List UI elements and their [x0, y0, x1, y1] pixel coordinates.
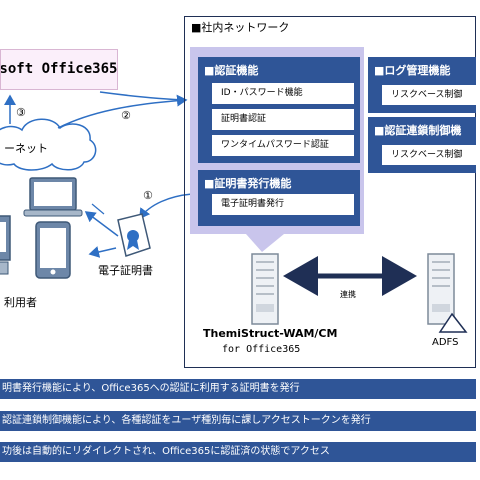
note-bar: 功後は自動的にリダイレクトされ、Office365に認証済の状態でアクセス: [0, 442, 476, 462]
certificate-label: 電子証明書: [98, 264, 153, 277]
panel-log-title: ■ログ管理機能: [374, 64, 451, 77]
internet-label: ーネット: [4, 142, 48, 155]
panel-auth: ■認証機能 ID・パスワード機能 証明書認証 ワンタイムパスワード認証: [198, 57, 360, 163]
line-office-network: [99, 91, 187, 101]
internal-network-frame: [184, 16, 476, 368]
step-2-label: ②: [121, 109, 131, 122]
server-sub-label: for Office365: [222, 344, 301, 355]
panel-log-item: リスクベース制御: [382, 85, 476, 105]
panel-cert-title: ■証明書発行機能: [204, 177, 292, 190]
office365-box: osoft Office365: [0, 49, 118, 90]
server-adfs-icon: [427, 253, 468, 333]
user-label: 利用者: [4, 296, 37, 309]
desktop-icon: [0, 215, 11, 275]
step-1-label: ①: [143, 189, 153, 202]
arrow-step-2: [57, 94, 188, 129]
callout-pointer: [246, 234, 284, 252]
internet-cloud: [0, 118, 97, 171]
panel-auth-item: 証明書認証: [212, 109, 354, 130]
panel-cert-item: 電子証明書発行: [212, 194, 354, 215]
laptop-icon: [23, 177, 83, 217]
panel-auth-item: ワンタイムパスワード認証: [212, 135, 354, 156]
panel-authlink: ■認証連鎖制御機 リスクベース制御: [368, 117, 476, 173]
server-name-label: ThemiStruct-WAM/CM: [203, 327, 338, 340]
arrow-cert-user: [84, 211, 119, 237]
certificate-icon: [117, 213, 151, 257]
tablet-icon: [35, 221, 71, 279]
step-3-label: ③: [16, 106, 26, 119]
arrow-cert-user2: [88, 246, 117, 258]
panel-log: ■ログ管理機能 リスクベース制御: [368, 57, 476, 113]
panel-authlink-title: ■認証連鎖制御機: [374, 124, 462, 137]
panel-auth-title: ■認証機能: [204, 64, 259, 77]
server-themistruct-icon: [251, 253, 279, 325]
note-bar: 認証連鎖制御機能により、各種認証をユーザ種別毎に課しアクセストークンを発行: [0, 411, 476, 431]
note-bar: 明書発行機能により、Office365への認証に利用する証明書を発行: [0, 379, 476, 399]
panel-auth-item: ID・パスワード機能: [212, 83, 354, 104]
office365-label: osoft Office365: [0, 61, 118, 77]
panel-cert: ■証明書発行機能 電子証明書発行: [198, 170, 360, 226]
internal-network-title: ■社内ネットワーク: [191, 21, 290, 34]
panel-authlink-item: リスクベース制御: [382, 145, 476, 165]
link-label: 連携: [340, 290, 356, 299]
line-cert-network: [91, 203, 105, 215]
adfs-label: ADFS: [432, 337, 459, 348]
